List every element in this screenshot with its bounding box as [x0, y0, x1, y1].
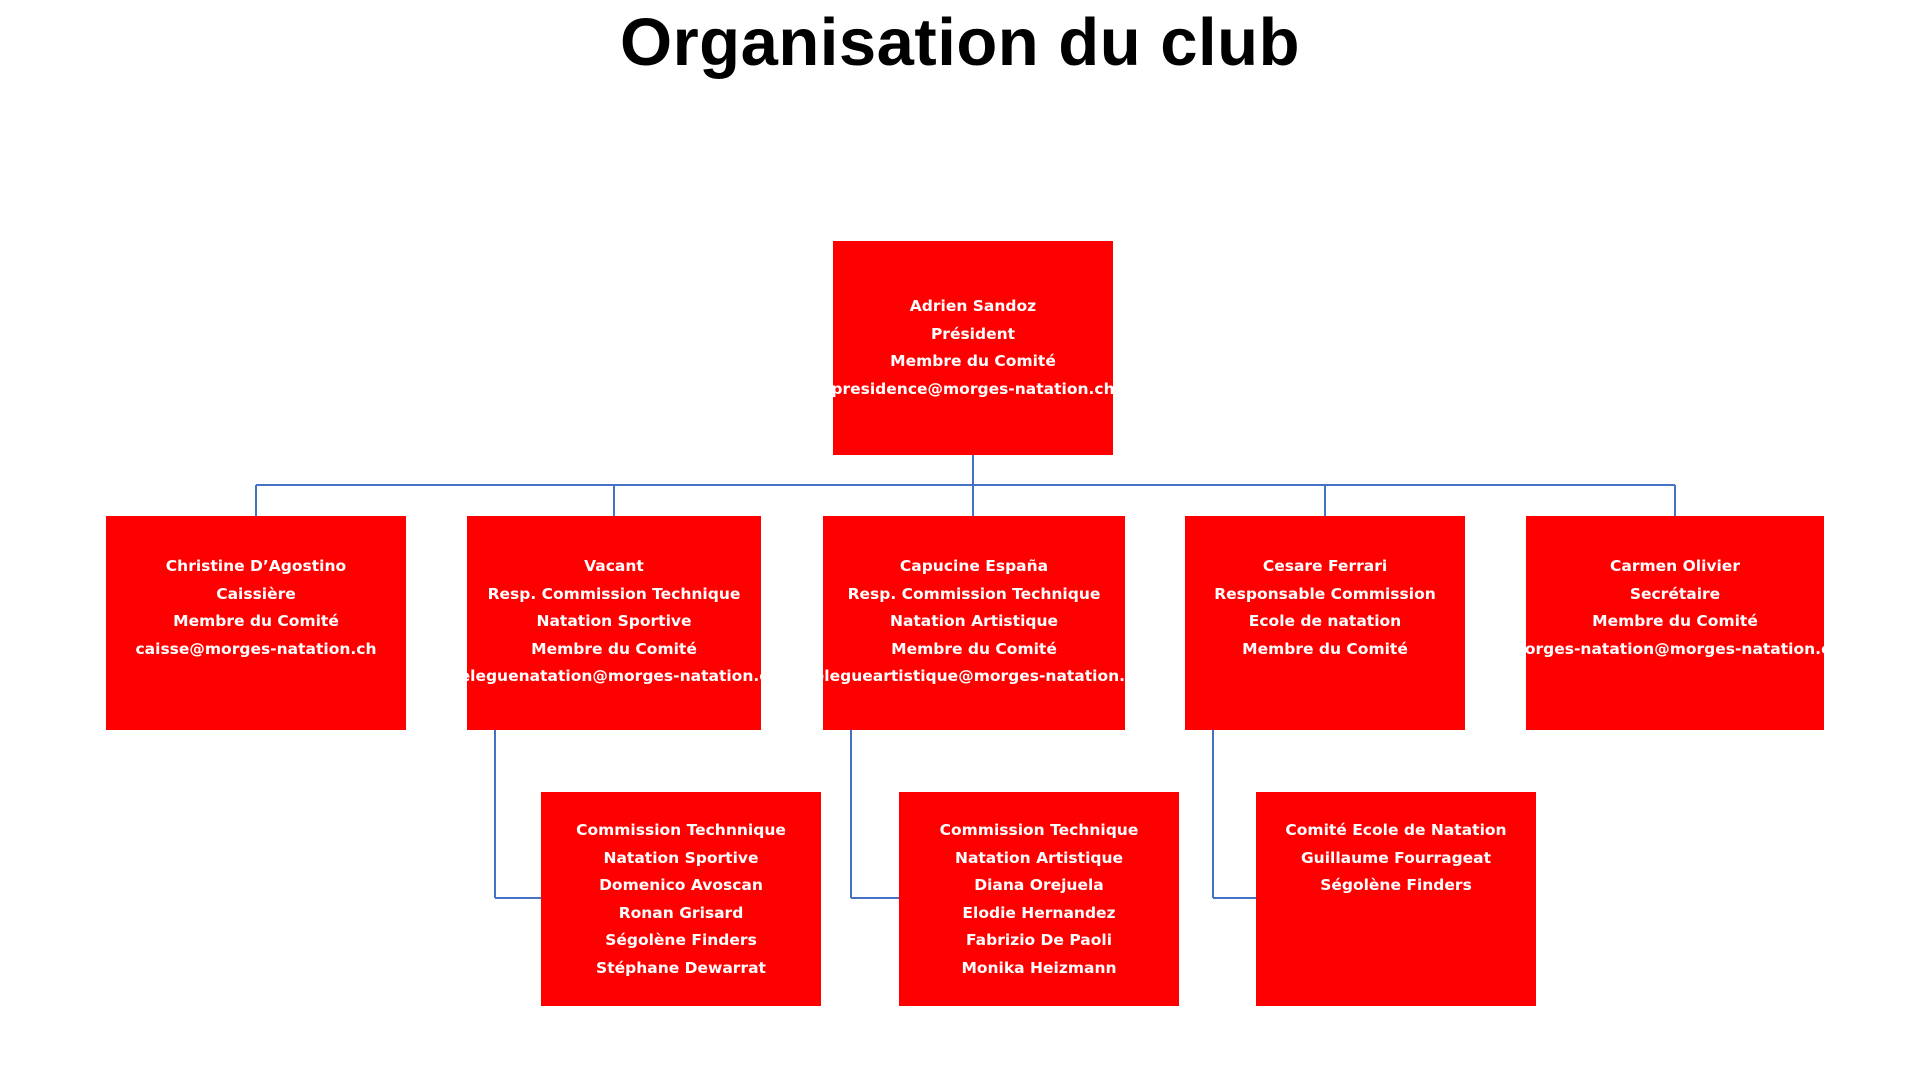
node-text-line: caisse@morges-natation.ch — [135, 639, 377, 658]
node-text-line: Membre du Comité — [1242, 639, 1408, 658]
node-text-line: Commission Technnique — [576, 821, 786, 839]
node-text-line: Christine D’Agostino — [165, 557, 347, 575]
node-text-line: Ségolène Finders — [1320, 876, 1472, 894]
page-title: Organisation du club — [619, 5, 1301, 80]
node-text-line: delegueartistique@morges-natation.ch — [802, 667, 1146, 685]
node-text-line: Cesare Ferrari — [1262, 557, 1388, 575]
node-text-line: Président — [930, 324, 1016, 343]
node-text-line: Monika Heizmann — [961, 958, 1117, 977]
node-text-line: Natation Sportive — [603, 848, 759, 867]
node-text-line: Diana Orejuela — [974, 876, 1104, 894]
node-text-line: deleguenatation@morges-natation.ch — [448, 667, 780, 685]
node-text-line: Commission Technique — [939, 821, 1139, 839]
node-text-line: Membre du Comité — [891, 639, 1057, 658]
node-text-line: Responsable Commission — [1214, 584, 1436, 603]
node-text-line: Domenico Avoscan — [599, 876, 763, 894]
node-text-line: Natation Sportive — [536, 612, 692, 630]
node-text-line: Capucine España — [899, 557, 1049, 575]
node-text-line: Carmen Olivier — [1610, 557, 1740, 575]
node-text-line: Comité Ecole de Natation — [1285, 821, 1507, 839]
node-text-line: Ecole de natation — [1248, 612, 1402, 630]
node-text-line: Membre du Comité — [531, 639, 697, 658]
node-text-line: Guillaume Fourrageat — [1300, 848, 1492, 867]
node-text-line: Vacant — [584, 557, 644, 575]
node-text-line: Natation Artistique — [954, 848, 1124, 867]
node-text-line: Caissière — [216, 584, 296, 603]
node-text-line: Fabrizio De Paoli — [965, 931, 1113, 949]
node-text-line: Ronan Grisard — [618, 903, 744, 922]
node-text-line: Secrétaire — [1629, 584, 1721, 603]
node-text-line: morges-natation@morges-natation.ch — [1508, 639, 1842, 658]
node-text-line: Stéphane Dewarrat — [596, 958, 766, 977]
node-text-line: Resp. Commission Technique — [847, 584, 1101, 603]
node-text-line: Ségolène Finders — [605, 931, 757, 949]
node-text-line: Adrien Sandoz — [909, 297, 1037, 315]
node-text-line: Resp. Commission Technique — [487, 584, 741, 603]
node-text-line: Membre du Comité — [173, 612, 339, 630]
node-text-line: Membre du Comité — [890, 352, 1056, 370]
node-text-line: presidence@morges-natation.ch — [831, 379, 1115, 398]
node-text-line: Membre du Comité — [1592, 612, 1758, 630]
node-text-line: Natation Artistique — [889, 612, 1059, 630]
node-text-line: Elodie Hernandez — [962, 903, 1116, 922]
